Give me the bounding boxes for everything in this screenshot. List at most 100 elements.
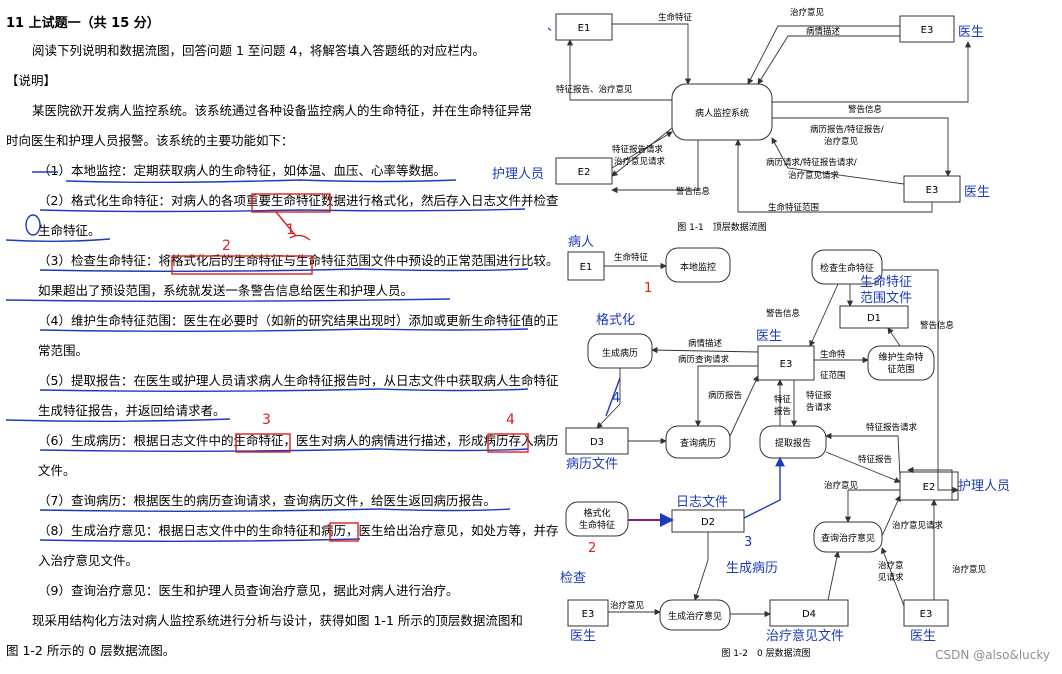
- flow-label: 报告: [774, 406, 791, 417]
- instruction: 阅读下列说明和数据流图，回答问题 1 至问题 4，将解答填入答题纸的对应栏内。: [32, 43, 485, 58]
- closing-paragraph: 现采用结构化方法对病人监控系统进行分析与设计，获得如图 1-1 所示的顶层数据流…: [6, 613, 523, 658]
- flow-label: 治疗意见请求: [892, 520, 944, 531]
- watermark: CSDN @also&lucky: [935, 648, 1050, 662]
- hw-label: 医生: [756, 329, 782, 344]
- process-label: 维护生命特: [878, 351, 923, 363]
- process-label: 查询病历: [680, 437, 716, 449]
- flow-label: 生命特征: [658, 12, 693, 23]
- list-item: （8）生成治疗意见：根据日志文件中的生命特征和病历，医生给出治疗意见，如处方等，…: [38, 523, 559, 568]
- hw-label: 日志文件: [676, 495, 728, 510]
- process-label: 查询治疗意见: [821, 532, 875, 544]
- process-label: 本地监控: [680, 261, 716, 273]
- flow-label: 警告信息: [766, 308, 801, 319]
- process-label: 生成病历: [602, 347, 638, 359]
- hw-label: 医生: [910, 629, 936, 644]
- flow-label: 治疗意: [878, 560, 904, 571]
- process-monitor-system: [671, 83, 773, 141]
- hw-label: 病历文件: [566, 457, 618, 472]
- process-label: 生成治疗意见: [668, 610, 722, 622]
- store-d1: [839, 305, 909, 329]
- store-label: D3: [590, 437, 604, 448]
- entity-e3: [903, 599, 949, 627]
- intro-paragraph: 某医院欲开发病人监控系统。该系统通过各种设备监控病人的生命特征，并在生命特征异常…: [6, 103, 533, 148]
- figure-1-1: E1 E3 E2 E3 病人监控系统 生命特征 治疗意见 病情描述 特征报告、治…: [526, 7, 990, 233]
- list-item: （9）查询治疗意见：医生和护理人员查询治疗意见，据此对病人进行治疗。: [38, 583, 459, 598]
- flow-label: 病情描述: [688, 338, 723, 349]
- list-item: （2）格式化生命特征：对病人的各项重要生命特征数据进行格式化，然后存入日志文件并…: [38, 193, 559, 238]
- entity-e3-bottom-label: E3: [926, 185, 939, 196]
- entity-e3-bottom: [903, 175, 961, 203]
- entity-e1: [555, 13, 613, 41]
- process-label: 征范围: [887, 363, 914, 375]
- hw-number: 3: [744, 535, 752, 550]
- flow-label: 特征: [774, 394, 792, 405]
- hw-number: 2: [588, 541, 596, 556]
- hw-label: 病人: [568, 235, 594, 250]
- process-label: 检查生命特征: [820, 262, 874, 274]
- flow-label: 特征报: [806, 390, 832, 401]
- hw-number: 1: [644, 281, 652, 296]
- dfd-svg: E1 E3 E2 E3 病人监控系统 生命特征 治疗意见 病情描述 特征报告、治…: [526, 7, 1010, 659]
- list-item: （1）本地监控：定期获取病人的生命特征，如体温、血压、心率等数据。: [38, 163, 446, 178]
- flow-label: 病历查询请求: [678, 354, 730, 365]
- flow-label: 生命特征范围: [768, 202, 819, 213]
- entity-e3-top: [899, 15, 955, 43]
- entity-label: E1: [580, 262, 593, 273]
- hw-label: 医生: [570, 629, 596, 644]
- flow-label: 特征报告: [858, 454, 892, 465]
- hw-number: 4: [612, 391, 620, 406]
- entity-label: E3: [920, 609, 933, 620]
- hw-label: 格式化: [596, 312, 635, 328]
- store-label: D4: [802, 609, 816, 620]
- entity-e3-top-label: E3: [921, 25, 934, 36]
- entity-e3: [757, 345, 815, 381]
- hw-label: 医生: [958, 25, 984, 40]
- figure-caption: 图 1-2 0 层数据流图: [721, 647, 810, 659]
- process-label: 提取报告: [775, 437, 811, 449]
- list-item: （5）提取报告：在医生或护理人员请求病人生命特征报告时，从日志文件中获取病人生命…: [38, 373, 559, 418]
- flow-label: 治疗意见: [952, 564, 987, 575]
- entity-e1: [567, 251, 605, 281]
- dfd-figures: E1 E3 E2 E3 病人监控系统 生命特征 治疗意见 病情描述 特征报告、治…: [526, 0, 1062, 670]
- question-title: 11 上试题一（共 15 分）: [6, 16, 160, 31]
- hw-label: 治疗意见文件: [766, 628, 844, 644]
- entity-label: E2: [923, 482, 936, 493]
- hw-label: 医生: [964, 185, 990, 200]
- process-monitor-system-label: 病人监控系统: [695, 107, 749, 119]
- flow-label: 病历报告: [708, 390, 742, 401]
- figure-caption: 图 1-1 顶层数据流图: [677, 221, 767, 233]
- flow-label: 特征报告请求: [612, 144, 664, 155]
- flow-label: 治疗意见: [790, 7, 825, 18]
- flow-label: 病历请求/特征报告请求/: [766, 157, 857, 168]
- figure-1-2: E1 本地监控 检查生命特征 D1 生成病历 E3 维护生命特 征范围 D3 查…: [560, 235, 1010, 659]
- flow-label: 特征报告、治疗意见: [556, 84, 633, 95]
- store-label: D2: [701, 517, 715, 528]
- hw-label: 护理人员: [958, 479, 1010, 494]
- flow-label: 警告信息: [676, 186, 711, 197]
- process-check-vital: [811, 249, 883, 285]
- entity-e2: [555, 157, 613, 185]
- flow-label: 生命特征: [614, 252, 649, 263]
- hw-label: 范围文件: [860, 291, 912, 306]
- flow-label: 见请求: [878, 572, 904, 583]
- question-text-panel: 11 上试题一（共 15 分） 阅读下列说明和数据流图，回答问题 1 至问题 4…: [5, 16, 558, 658]
- entity-e1-label: E1: [578, 23, 591, 34]
- store-label: D1: [867, 313, 881, 324]
- flow-label: 警告信息: [848, 104, 883, 115]
- process-label: 格式化: [583, 507, 610, 519]
- entity-e2: [899, 471, 959, 501]
- section-heading: 【说明】: [6, 73, 57, 88]
- entity-label: E3: [582, 609, 595, 620]
- flow-label: 病历报告/特征报告/: [810, 124, 884, 135]
- flow-label: 治疗意见: [610, 600, 645, 611]
- flow-label: 病情描述: [806, 26, 841, 37]
- flow-label: 告请求: [806, 402, 832, 413]
- entity-label: E3: [780, 359, 793, 370]
- flow-label: 警告信息: [920, 320, 955, 331]
- entity-e2-label: E2: [578, 167, 591, 178]
- hw-label: 生成病历: [726, 561, 778, 576]
- flow-label: 治疗意见: [824, 136, 859, 147]
- flow-label: 治疗意见请求: [614, 156, 666, 167]
- hw-label: 病人: [548, 19, 552, 34]
- flow-label: 征范围: [820, 370, 846, 381]
